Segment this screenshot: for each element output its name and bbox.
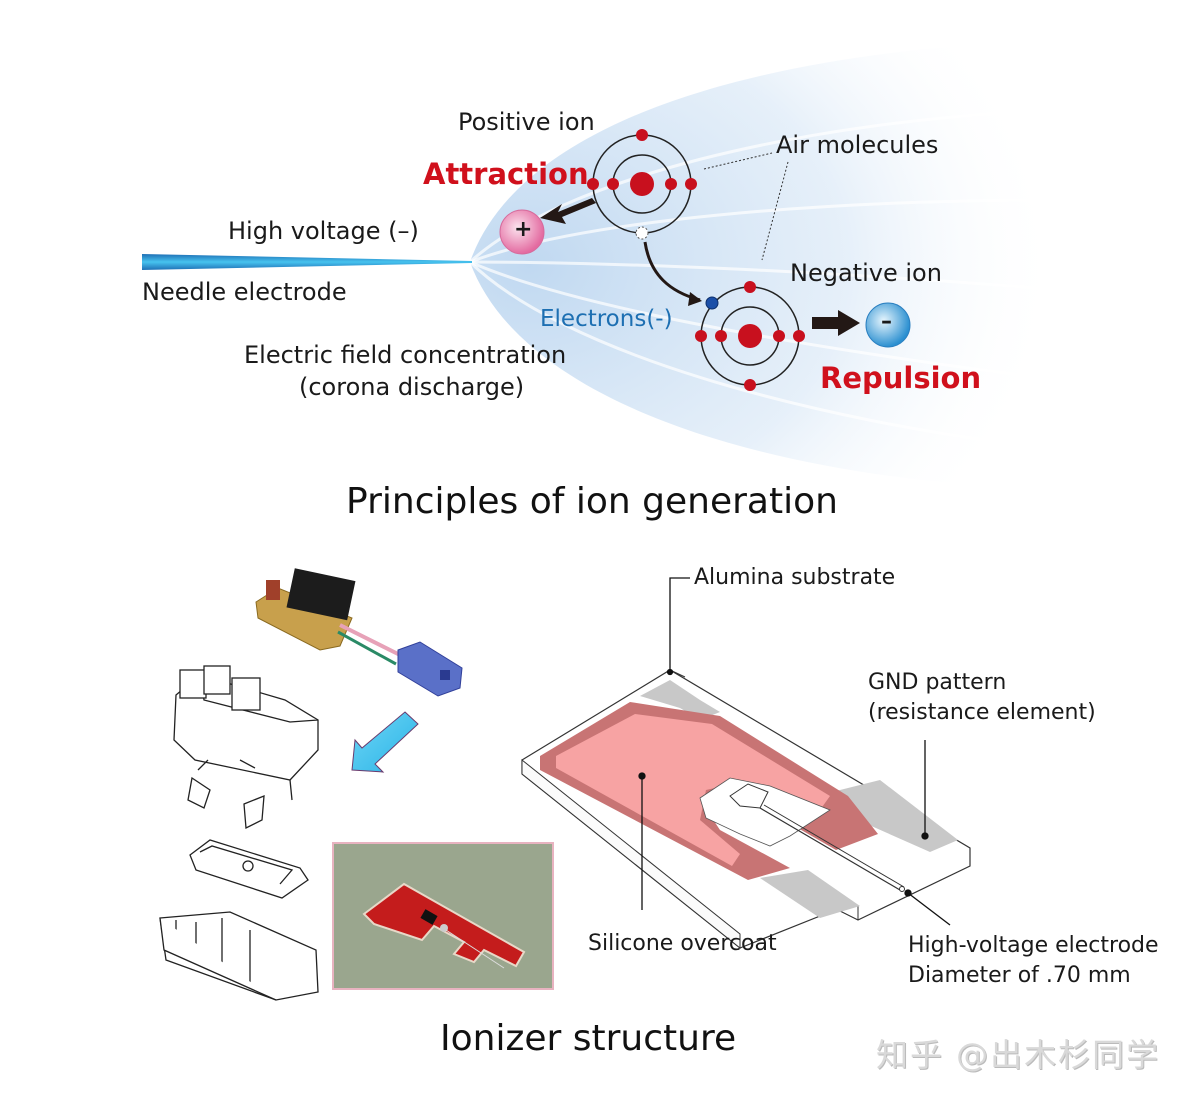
electric-field-label: Electric field concentration	[244, 341, 567, 369]
alumina-substrate-label: Alumina substrate	[694, 565, 896, 590]
air-molecule-atom-bottom	[695, 281, 805, 391]
assembly-arrow-icon	[351, 711, 419, 773]
leader-lines	[638, 577, 951, 926]
bottom-diagram-title: Ionizer structure	[440, 1018, 737, 1059]
attraction-label: Attraction	[423, 157, 589, 191]
ionizer-element-photo	[332, 842, 554, 990]
positive-ion-icon	[499, 209, 545, 255]
positive-ion-label: Positive ion	[458, 108, 595, 136]
plus-symbol: +	[514, 217, 533, 242]
attraction-arrow-icon	[540, 198, 596, 224]
ionizer-substrate-drawing	[521, 669, 971, 950]
ionizer-exploded-drawing	[159, 665, 319, 1001]
corona-discharge-label: (corona discharge)	[299, 373, 525, 401]
air-molecules-label: Air molecules	[776, 131, 939, 159]
watermark: 知乎 @出木杉同学	[876, 1036, 1161, 1074]
air-molecules-leader-line	[703, 152, 789, 261]
needle-electrode-shape	[142, 254, 472, 270]
needle-electrode-label: Needle electrode	[142, 278, 347, 306]
electrode-diameter-label: Diameter of .70 mm	[908, 963, 1131, 988]
gnd-pattern-label: GND pattern	[868, 670, 1007, 695]
top-diagram-title: Principles of ion generation	[346, 481, 838, 522]
resistance-element-label: (resistance element)	[868, 700, 1096, 725]
ionizer-module-photo	[255, 568, 463, 697]
negative-ion-label: Negative ion	[790, 259, 942, 287]
electric-field-plume	[468, 40, 1061, 490]
high-voltage-label: High voltage (–)	[228, 217, 419, 245]
repulsion-arrow-icon	[812, 310, 860, 336]
silicone-overcoat-label: Silicone overcoat	[588, 931, 777, 956]
negative-ion-icon	[865, 302, 911, 348]
minus-symbol: –	[881, 309, 892, 334]
electrons-label: Electrons(-)	[540, 306, 673, 332]
repulsion-label: Repulsion	[820, 361, 982, 395]
hv-electrode-label: High-voltage electrode	[908, 933, 1159, 958]
air-molecule-atom-top	[587, 129, 697, 240]
